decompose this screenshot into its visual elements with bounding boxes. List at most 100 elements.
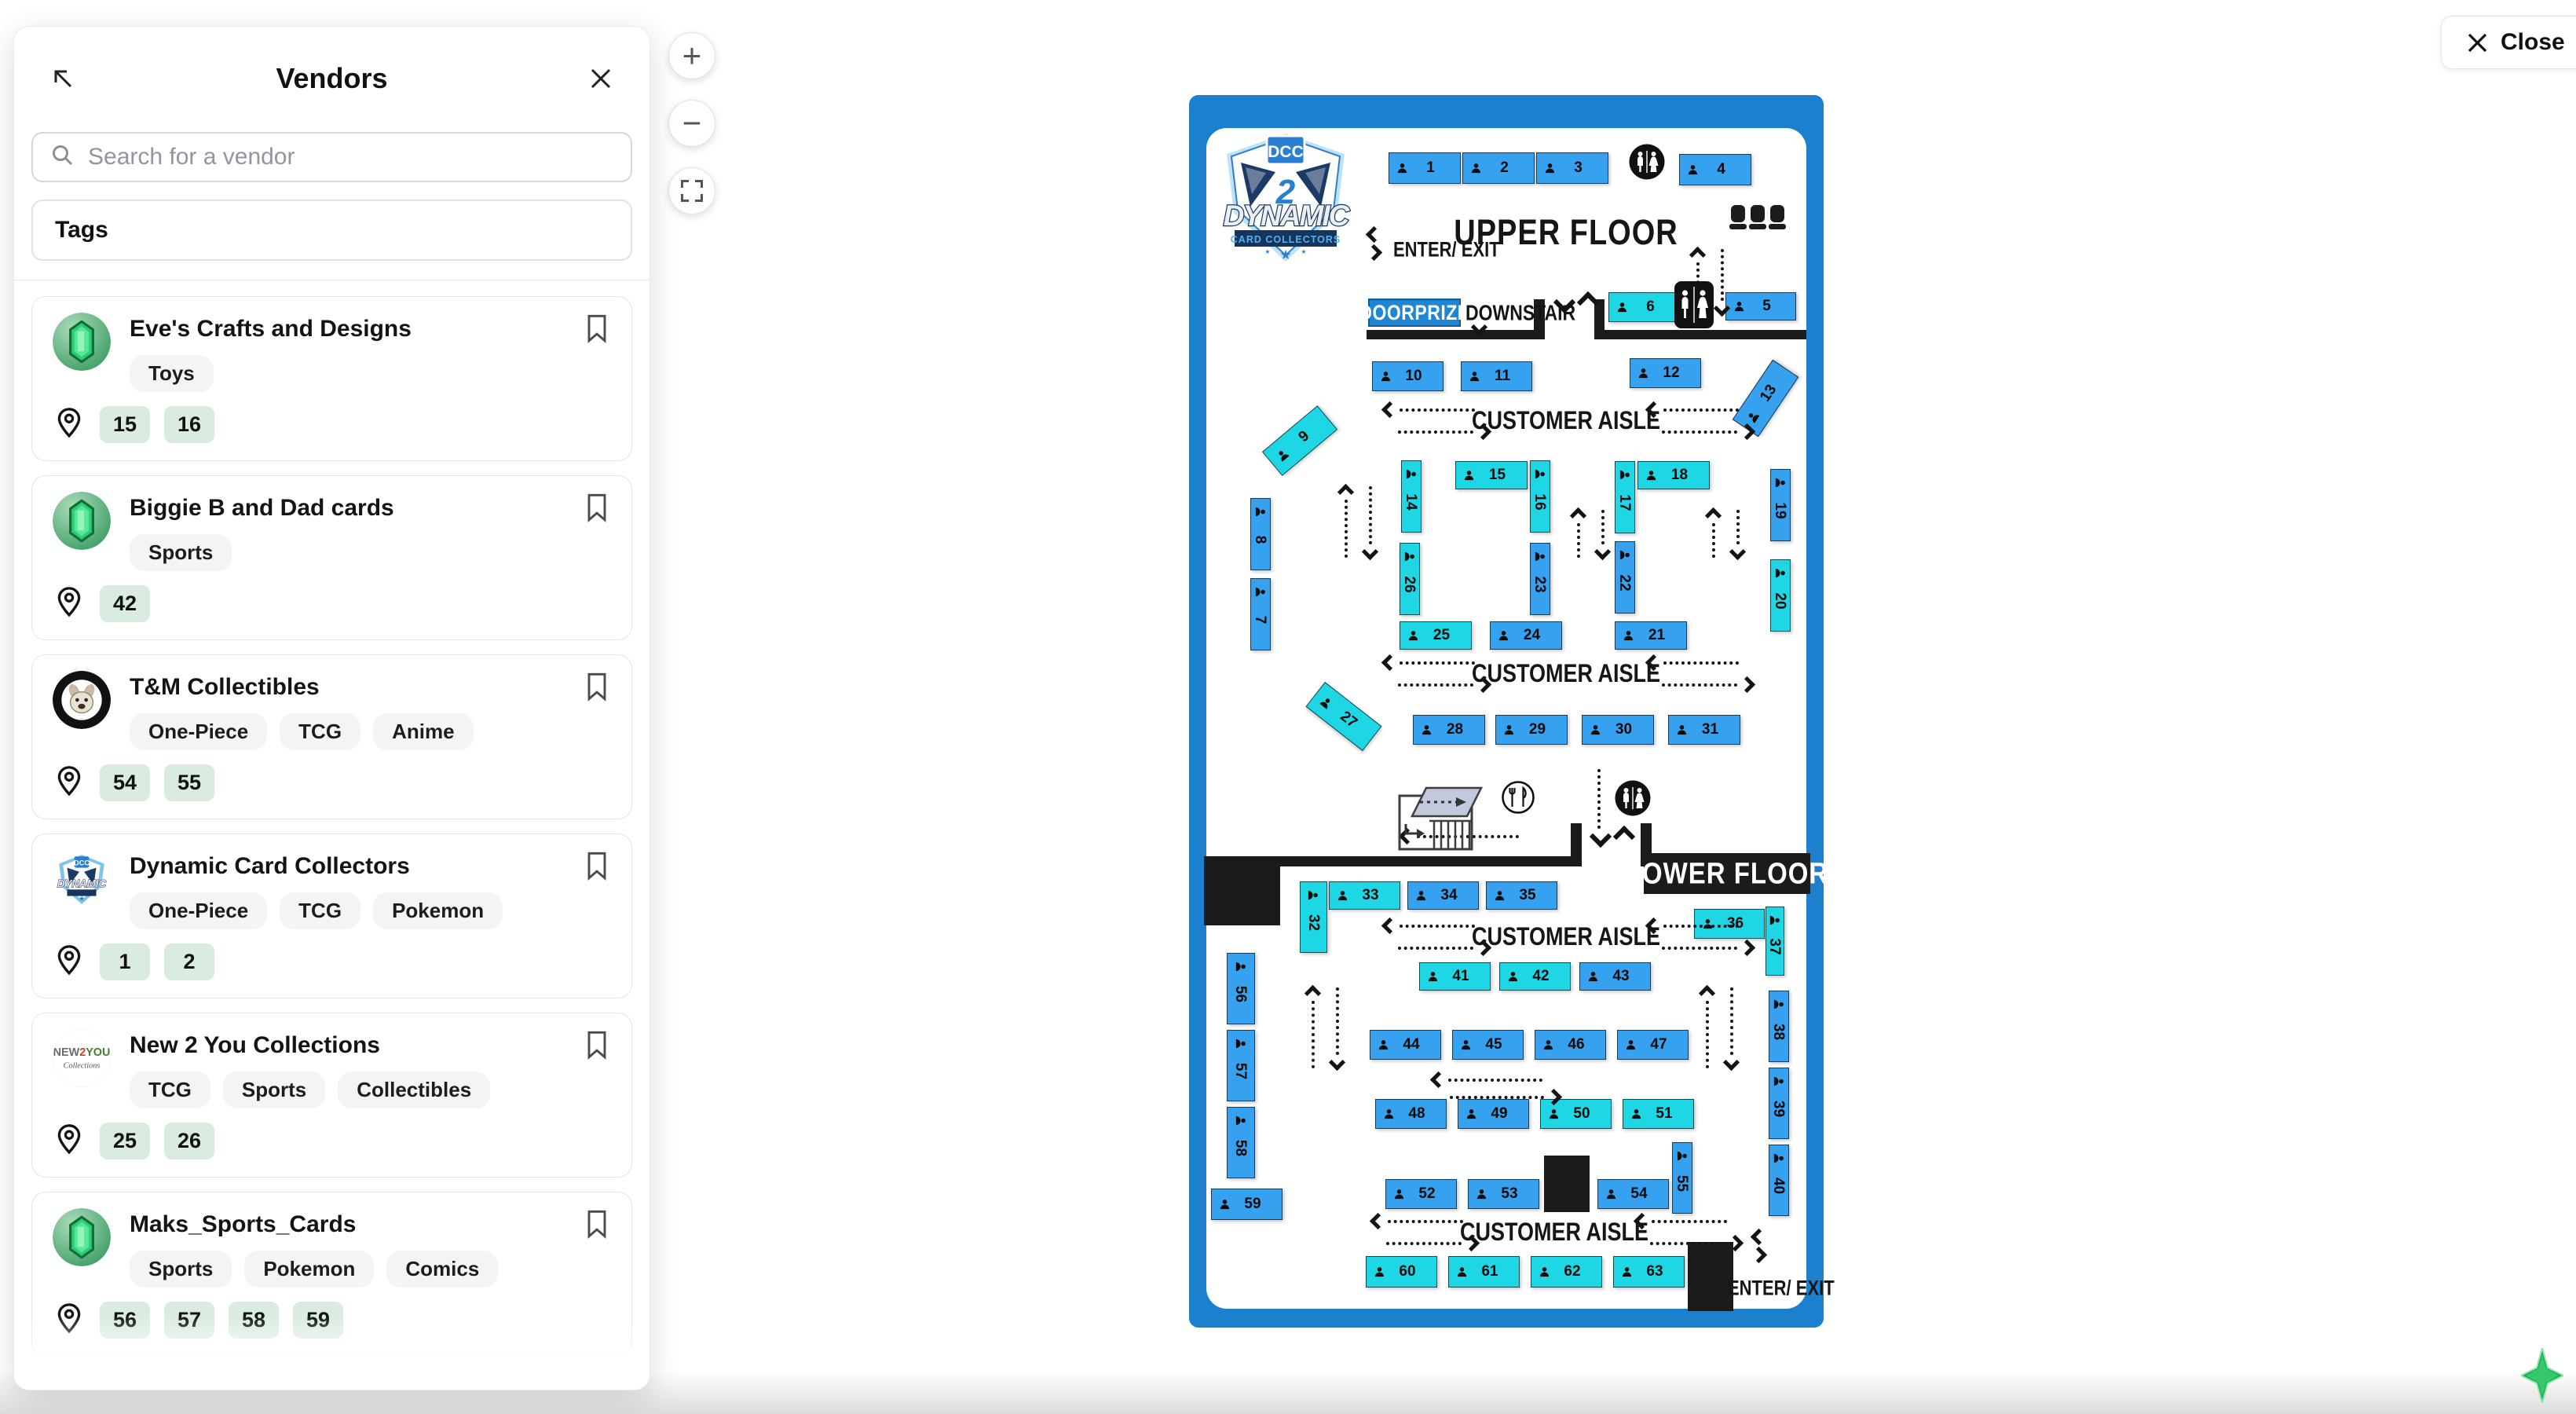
booth-17[interactable]: 17 <box>1615 461 1635 533</box>
booth-7[interactable]: 7 <box>1250 578 1271 650</box>
vendor-search[interactable] <box>31 132 632 182</box>
fullscreen-button[interactable] <box>668 167 715 214</box>
booth-37[interactable]: 37 <box>1766 907 1784 976</box>
booth-content: 47 <box>1618 1031 1688 1059</box>
booth-58[interactable]: 58 <box>1227 1107 1255 1178</box>
zoom-in-button[interactable]: + <box>668 32 715 79</box>
booth-27[interactable]: 27 <box>1305 681 1382 752</box>
booth-47[interactable]: 47 <box>1617 1030 1689 1060</box>
booth-38[interactable]: 38 <box>1769 991 1789 1062</box>
booth-1[interactable]: 1 <box>1389 152 1461 184</box>
booth-14[interactable]: 14 <box>1401 460 1422 533</box>
person-icon <box>1405 468 1417 480</box>
booth-57[interactable]: 57 <box>1227 1030 1255 1101</box>
tag-chip: Comics <box>386 1251 499 1288</box>
booth-21[interactable]: 21 <box>1615 621 1687 650</box>
booth-42[interactable]: 42 <box>1499 962 1571 991</box>
booth-30[interactable]: 30 <box>1582 715 1654 745</box>
booth-25[interactable]: 25 <box>1400 621 1472 650</box>
booth-54[interactable]: 54 <box>1597 1179 1669 1209</box>
booth-28[interactable]: 28 <box>1413 715 1485 745</box>
booth-3[interactable]: 3 <box>1536 152 1608 184</box>
booth-26[interactable]: 26 <box>1400 543 1420 615</box>
booth-15[interactable]: 15 <box>1455 461 1528 489</box>
booth-19[interactable]: 19 <box>1770 469 1791 541</box>
booth-44[interactable]: 44 <box>1370 1030 1441 1060</box>
booth-48[interactable]: 48 <box>1375 1099 1447 1129</box>
booth-55[interactable]: 55 <box>1672 1142 1692 1214</box>
person-icon <box>1625 1039 1637 1051</box>
back-arrow-button[interactable] <box>42 58 83 99</box>
bookmark-button[interactable] <box>583 492 611 527</box>
minus-icon: − <box>682 104 702 141</box>
booth-content: 5 <box>1726 293 1795 320</box>
booth-40[interactable]: 40 <box>1769 1145 1789 1216</box>
panel-close-button[interactable] <box>580 58 621 99</box>
booth-41[interactable]: 41 <box>1419 962 1491 991</box>
booth-31[interactable]: 31 <box>1668 715 1740 745</box>
tags-filter[interactable]: Tags <box>31 200 632 261</box>
booth-56[interactable]: 56 <box>1227 953 1255 1024</box>
booth-62[interactable]: 62 <box>1531 1256 1602 1288</box>
booth-4[interactable]: 4 <box>1679 154 1751 185</box>
location-pin-icon <box>53 585 86 622</box>
booth-34[interactable]: 34 <box>1407 881 1479 910</box>
vendor-card[interactable]: TokkishiAnimeToysPokemon 9 <box>31 1371 632 1390</box>
booth-43[interactable]: 43 <box>1579 962 1651 991</box>
booth-6[interactable]: 6 <box>1608 292 1681 322</box>
booth-18[interactable]: 18 <box>1637 461 1710 489</box>
booth-12[interactable]: 12 <box>1630 358 1701 388</box>
booth-36[interactable]: 36 <box>1694 909 1765 939</box>
search-input[interactable] <box>88 144 613 170</box>
wall <box>1534 299 1545 339</box>
bookmark-button[interactable] <box>583 1029 611 1064</box>
booth-52[interactable]: 52 <box>1385 1179 1457 1209</box>
booth-45[interactable]: 45 <box>1452 1030 1524 1060</box>
booth-9[interactable]: 9 <box>1261 405 1338 476</box>
bookmark-button[interactable] <box>583 313 611 348</box>
booth-49[interactable]: 49 <box>1458 1099 1529 1129</box>
booth-60[interactable]: 60 <box>1366 1256 1437 1288</box>
close-button[interactable]: Close <box>2441 16 2576 69</box>
booth-61[interactable]: 61 <box>1448 1256 1520 1288</box>
booth-number-chip: 57 <box>164 1302 214 1339</box>
booth-29[interactable]: 29 <box>1495 715 1568 745</box>
bookmark-button[interactable] <box>583 850 611 885</box>
booth-16[interactable]: 16 <box>1530 460 1550 533</box>
zoom-out-button[interactable]: − <box>668 100 715 147</box>
booth-24[interactable]: 24 <box>1490 621 1562 650</box>
booth-number: 4 <box>1717 161 1725 178</box>
booth-11[interactable]: 11 <box>1461 361 1532 391</box>
bookmark-button[interactable] <box>583 1387 611 1390</box>
bookmark-button[interactable] <box>583 671 611 706</box>
booth-2[interactable]: 2 <box>1462 152 1535 184</box>
booth-32[interactable]: 32 <box>1300 881 1327 953</box>
booth-content: 63 <box>1614 1257 1684 1287</box>
booth-10[interactable]: 10 <box>1372 361 1444 391</box>
booth-63[interactable]: 63 <box>1613 1256 1685 1288</box>
booth-22[interactable]: 22 <box>1615 541 1635 614</box>
booth-20[interactable]: 20 <box>1770 559 1791 632</box>
booth-51[interactable]: 51 <box>1623 1099 1694 1129</box>
bookmark-button[interactable] <box>583 1208 611 1244</box>
booth-50[interactable]: 50 <box>1540 1099 1612 1129</box>
booth-59[interactable]: 59 <box>1211 1189 1283 1220</box>
booth-number: 15 <box>1488 467 1506 483</box>
booth-35[interactable]: 35 <box>1486 881 1557 910</box>
booth-33[interactable]: 33 <box>1329 881 1400 910</box>
booth-8[interactable]: 8 <box>1250 498 1271 570</box>
booth-23[interactable]: 23 <box>1530 543 1550 615</box>
booth-39[interactable]: 39 <box>1769 1068 1789 1139</box>
booth-46[interactable]: 46 <box>1535 1030 1606 1060</box>
booth-53[interactable]: 53 <box>1468 1179 1539 1209</box>
booth-13[interactable]: 13 <box>1732 359 1799 438</box>
booth-5[interactable]: 5 <box>1725 292 1796 321</box>
tag-chip: Toys <box>130 355 214 392</box>
